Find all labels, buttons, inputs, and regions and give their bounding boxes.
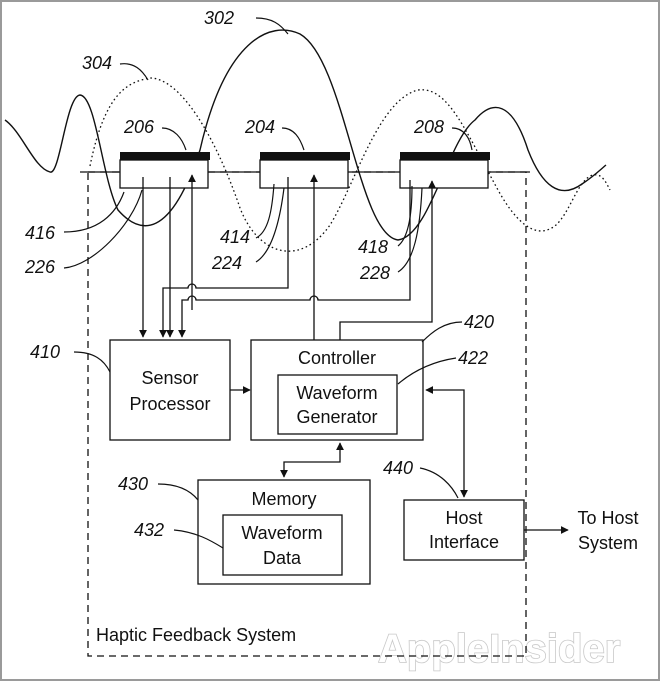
leader-414 <box>255 183 275 239</box>
leader-228 <box>397 187 423 273</box>
ref-440: 440 <box>383 458 413 478</box>
conn-controller-host <box>425 386 468 498</box>
sensor-processor-label-2: Processor <box>129 394 210 414</box>
system-label: Haptic Feedback System <box>96 625 296 645</box>
ref-208: 208 <box>413 117 444 137</box>
unit-208 <box>399 152 490 189</box>
ref-204: 204 <box>244 117 275 137</box>
waveform-generator-label-2: Generator <box>296 407 377 427</box>
ref-226: 226 <box>24 257 56 277</box>
to-host-label-1: To Host <box>577 508 638 528</box>
ref-418: 418 <box>358 237 388 257</box>
leader-208 <box>451 127 473 151</box>
leader-206 <box>161 127 187 151</box>
ref-206: 206 <box>123 117 155 137</box>
watermark: AppleInsider <box>378 627 620 671</box>
ref-416: 416 <box>25 223 56 243</box>
sensor-block-204 <box>259 159 349 189</box>
to-host-label-2: System <box>578 533 638 553</box>
ref-302: 302 <box>204 8 234 28</box>
waveform-data-block <box>222 514 343 576</box>
leader-422 <box>397 357 457 385</box>
leader-224 <box>255 187 285 263</box>
leader-lines <box>63 17 473 549</box>
waveform-data-label-1: Waveform <box>241 523 322 543</box>
leader-204 <box>281 127 305 151</box>
waveform-data-label-2: Data <box>263 548 302 568</box>
actuator-bar-206 <box>120 152 210 160</box>
waveform-generator-block <box>277 374 398 435</box>
sensor-processor-block <box>109 339 231 441</box>
ref-304: 304 <box>82 53 112 73</box>
ref-414: 414 <box>220 227 250 247</box>
ref-224: 224 <box>211 253 242 273</box>
host-interface-block <box>403 499 525 561</box>
leader-410 <box>73 351 111 373</box>
leader-304 <box>119 63 149 81</box>
leader-302 <box>255 17 289 35</box>
host-interface-label-1: Host <box>445 508 482 528</box>
sensor-block-208 <box>399 159 489 189</box>
ref-228: 228 <box>359 263 390 283</box>
unit-206 <box>119 152 210 189</box>
leader-432 <box>173 529 224 549</box>
memory-label: Memory <box>251 489 316 509</box>
ref-410: 410 <box>30 342 60 362</box>
ref-422: 422 <box>458 348 488 368</box>
sensor-block-206 <box>119 159 209 189</box>
leader-418 <box>397 185 413 247</box>
waveform-302 <box>4 29 607 241</box>
ref-432: 432 <box>134 520 164 540</box>
actuator-bar-204 <box>260 152 350 160</box>
host-interface-label-2: Interface <box>429 532 499 552</box>
unit-204 <box>259 152 350 189</box>
leader-430 <box>157 483 199 501</box>
controller-label: Controller <box>298 348 376 368</box>
conn-418 <box>339 180 436 340</box>
waveform-generator-label-1: Waveform <box>296 383 377 403</box>
leader-440 <box>419 467 459 499</box>
leader-416 <box>63 191 125 233</box>
ref-430: 430 <box>118 474 148 494</box>
sensor-processor-label-1: Sensor <box>141 368 198 388</box>
leader-226 <box>63 189 143 269</box>
connections <box>139 174 569 534</box>
actuator-bar-208 <box>400 152 490 160</box>
ref-420: 420 <box>464 312 494 332</box>
leader-420 <box>421 321 463 343</box>
conn-controller-memory <box>280 442 344 478</box>
conn-228 <box>178 180 411 338</box>
